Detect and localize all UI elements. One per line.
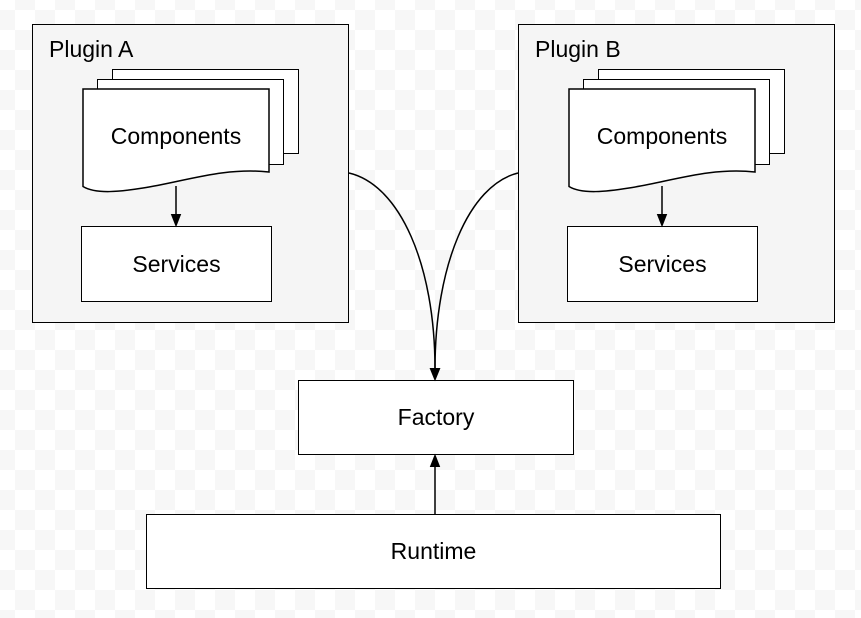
plugin-a-services-label: Services: [132, 250, 221, 277]
edge-plugin-a-factory: [348, 172, 436, 370]
plugin-a-components-doc-front: [82, 88, 270, 193]
document-shape: [568, 88, 756, 193]
plugin-b-components-doc-front: [568, 88, 756, 193]
edge-plugin-b-factory: [434, 172, 519, 370]
runtime-label: Runtime: [390, 538, 477, 564]
factory-box: Factory: [298, 380, 574, 455]
document-shape: [82, 88, 270, 193]
factory-label: Factory: [397, 404, 475, 430]
plugin-b-services-label: Services: [618, 250, 707, 277]
arrowhead-factory-top-icon: [429, 368, 441, 382]
runtime-box: Runtime: [146, 514, 721, 589]
arrowhead-factory-bottom-icon: [429, 453, 441, 467]
plugin-a-services-box: Services: [81, 226, 272, 302]
plugin-b-label: Plugin B: [535, 36, 621, 62]
plugin-b-services-box: Services: [567, 226, 758, 302]
plugin-a-label: Plugin A: [49, 36, 134, 62]
